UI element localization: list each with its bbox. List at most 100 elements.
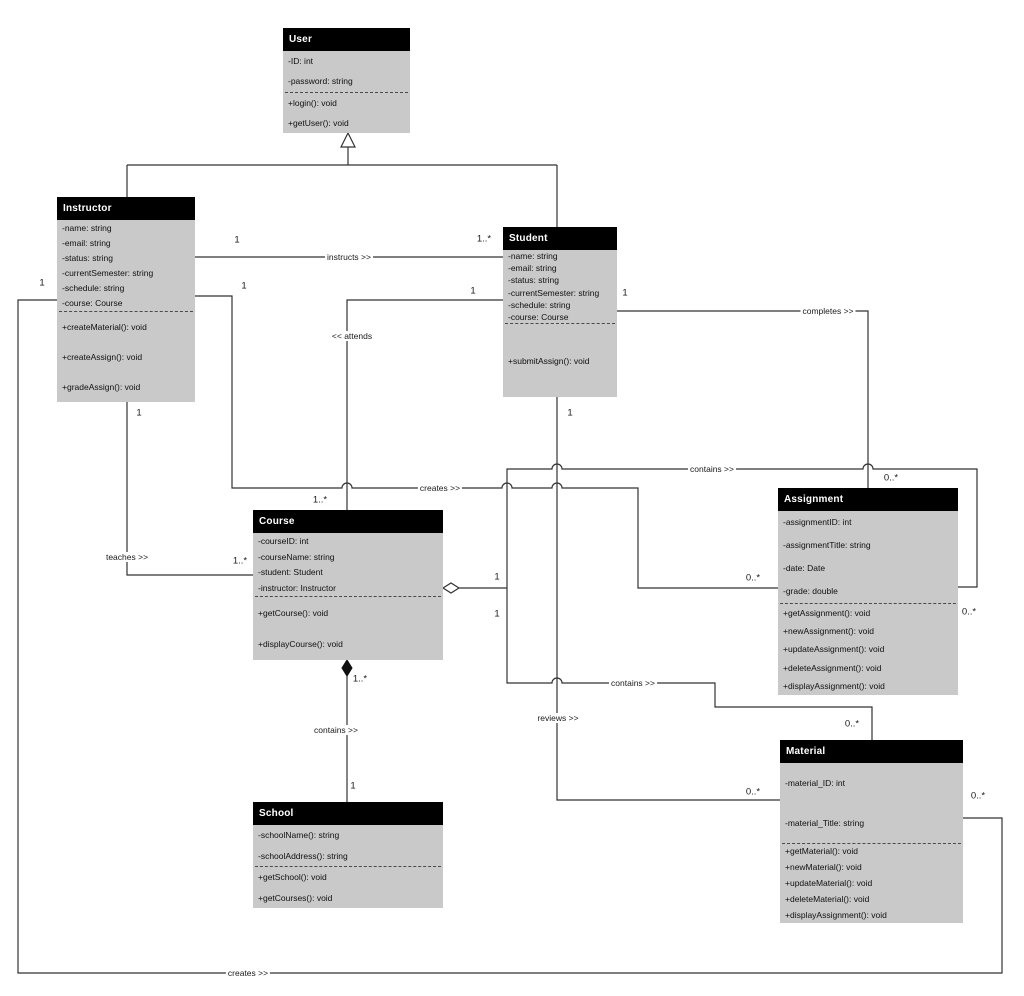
multiplicity-reviews-student: 1 [567,407,573,419]
class-method: +newAssignment(): void [783,625,874,636]
multiplicity-teaches-course: 1..* [232,555,248,567]
class-user-title: User [283,28,410,51]
class-student-methods: +submitAssign(): void [503,324,617,397]
association-label-contains-assignment: contains >> [688,464,736,474]
class-method: +updateAssignment(): void [783,644,885,655]
association-reviews-line [556,397,780,801]
class-attribute: -schoolAddress(): string [258,850,348,861]
multiplicity-creates-assignment-instructor: 1 [241,280,247,292]
class-attribute: -courseID: int [258,535,309,546]
class-material-methods: +getMaterial(): void+newMaterial(): void… [780,844,963,924]
class-attribute: -currentSemester: string [508,287,600,298]
class-material-attributes: -material_ID: int-material_Title: string [780,763,963,843]
class-attribute: -name: string [508,251,558,262]
member-separator [255,596,441,597]
class-course-title: Course [253,510,443,533]
class-attribute: -ID: int [288,56,314,67]
class-material: Material -material_ID: int-material_Titl… [780,740,963,923]
class-method: +displayAssignment(): void [783,680,885,691]
association-label-creates-material: creates >> [225,968,271,978]
multiplicity-contains-material-course: 1 [494,608,500,620]
member-separator [782,842,961,844]
class-method: +displayCourse(): void [258,639,343,650]
multiplicity-instructs-student: 1..* [476,233,492,245]
class-method: +getUser(): void [288,117,349,128]
association-contains-assignment-line [506,463,978,588]
class-attribute: -currentSemester: string [62,267,154,278]
class-course-attributes: -courseID: int -courseName: string -studen… [253,533,443,596]
composition-diamond [341,659,353,677]
class-attribute: -course: Course [62,297,123,308]
multiplicity-contains-assignment-course: 1 [494,571,500,583]
class-attribute: -status: string [508,275,560,286]
class-attribute: -status: string [62,252,114,263]
class-student: Student -name: string-email: string-stat… [503,227,617,397]
class-attribute: -schoolName(): string [258,830,340,841]
member-separator [255,866,441,867]
association-label-teaches: teaches >> [103,552,151,562]
class-attribute: -courseName: string [258,551,335,562]
class-method: +getMaterial(): void [785,846,858,857]
association-label-contains-course: contains >> [312,725,360,735]
class-method: +updateMaterial(): void [785,878,873,889]
class-attribute: -course: Course [508,311,569,322]
class-instructor-methods: +createMaterial(): void+createAssign(): … [57,312,195,403]
aggregation-diamond [441,582,461,594]
multiplicity-teaches-instructor: 1 [136,407,142,419]
class-instructor: Instructor -name: string-email: string-s… [57,197,195,402]
class-method: +getSchool(): void [258,872,327,883]
multiplicity-instructs-instructor: 1 [234,234,240,246]
association-label-reviews: reviews >> [535,713,581,723]
multiplicity-creates-assignment-assignment: 0..* [745,572,761,584]
generalization-arrowhead [340,131,356,148]
association-attends-line [346,299,503,510]
class-assignment-attributes: -assignmentID: int -assignmentTitle: stri… [778,511,958,603]
association-label-creates-assignment: creates >> [417,483,463,493]
class-user-methods: +login(): void +getUser(): void [283,93,410,134]
multiplicity-contains-course-school: 1 [350,780,356,792]
member-separator [780,602,956,604]
generalization-line [126,147,558,227]
class-method: +login(): void [288,97,337,108]
multiplicity-creates-material-material: 0..* [970,790,986,802]
association-completes-line [617,310,869,488]
class-attribute: -name: string [62,222,112,233]
class-user: User -ID: int -password: string +login():… [283,28,410,133]
class-attribute: -grade: double [783,586,838,597]
class-course-methods: +getCourse(): void +displayCourse(): void [253,597,443,660]
association-label-attends: << attends [329,331,375,341]
multiplicity-contains-material-material: 0..* [844,718,860,730]
class-method: +submitAssign(): void [508,355,590,366]
class-method: +getAssignment(): void [783,607,871,618]
class-attribute: -assignmentID: int [783,517,852,528]
multiplicity-creates-material-instructor: 1 [39,277,45,289]
multiplicity-attends-course: 1..* [312,494,328,506]
association-creates-material-line [17,299,1003,974]
class-assignment: Assignment -assignmentID: int-assignment… [778,488,958,695]
class-method: +gradeAssign(): void [62,381,141,392]
class-attribute: -assignmentTitle: string [783,540,871,551]
class-assignment-title: Assignment [778,488,958,511]
class-method: +createMaterial(): void [62,321,147,332]
class-attribute: -instructor: Instructor [258,583,336,594]
class-attribute: -student: Student [258,567,323,578]
class-school-attributes: -schoolName(): string -schoolAddress(): s… [253,825,443,866]
class-method: +getCourse(): void [258,607,329,618]
multiplicity-contains-course-course: 1..* [352,673,368,685]
class-attribute: -material_ID: int [785,777,845,788]
class-attribute: -email: string [508,263,557,274]
association-teaches-line [126,402,253,576]
class-school-title: School [253,802,443,825]
class-method: +deleteAssignment(): void [783,662,882,673]
class-school: School -schoolName(): string -schoolAddre… [253,802,443,908]
class-method: +getCourses(): void [258,892,333,903]
class-method: +displayAssignment(): void [785,910,887,921]
class-attribute: -password: string [288,76,353,87]
member-separator [59,310,193,312]
class-instructor-title: Instructor [57,197,195,220]
association-label-contains-material: contains >> [609,678,657,688]
multiplicity-reviews-material: 0..* [745,786,761,798]
class-student-attributes: -name: string-email: string-status: stri… [503,250,617,323]
